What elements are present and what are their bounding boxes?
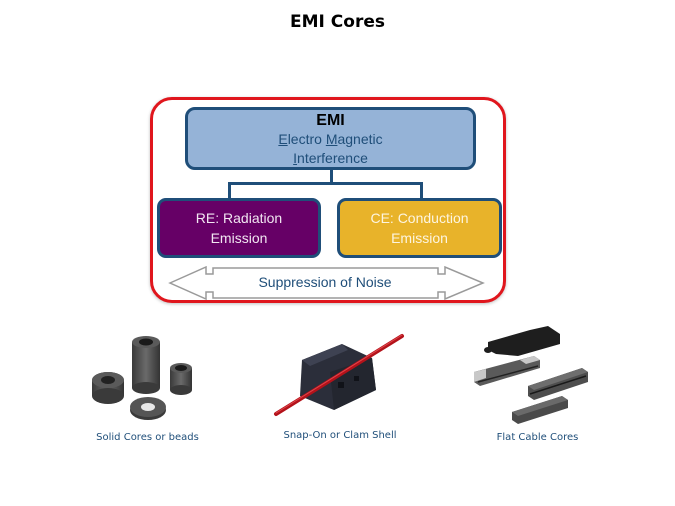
snap-on-core-image <box>274 334 404 416</box>
product-caption-flat-cable: Flat Cable Cores <box>496 432 579 443</box>
emi-line-2: Interference <box>188 149 473 168</box>
emi-word-magnetic: agnetic <box>337 131 383 147</box>
re-line-2: Emission <box>210 230 268 246</box>
connector-vertical-trunk <box>330 170 333 184</box>
flat-cable-cores-image <box>474 326 588 424</box>
product-caption-solid-cores: Solid Cores or beads <box>96 432 199 443</box>
emi-line-1: Electro Magnetic <box>188 130 473 149</box>
connector-horizontal <box>228 182 423 185</box>
page-title: EMI Cores <box>290 12 385 32</box>
emi-letter-m: M <box>325 131 338 147</box>
emi-heading: EMI <box>316 112 345 129</box>
ce-line-2: Emission <box>391 230 448 246</box>
solid-cores-image <box>92 336 192 420</box>
suppression-label: Suppression of Noise <box>258 274 392 290</box>
emi-word-interference: nterference <box>297 150 368 166</box>
double-arrow-icon <box>168 266 485 300</box>
re-box: RE: Radiation Emission <box>157 198 321 258</box>
emi-word-electro: lectro <box>287 131 326 147</box>
emi-letter-e: E <box>278 131 288 147</box>
re-line-1: RE: Radiation <box>195 210 283 226</box>
emi-box: EMI Electro Magnetic Interference <box>185 107 476 170</box>
ce-line-1: CE: Conduction <box>370 210 469 226</box>
emi-letter-i: I <box>293 150 298 166</box>
ce-box: CE: Conduction Emission <box>337 198 502 258</box>
product-caption-snap-on: Snap-On or Clam Shell <box>283 430 397 441</box>
connector-right-drop <box>420 182 423 198</box>
connector-left-drop <box>228 182 231 198</box>
